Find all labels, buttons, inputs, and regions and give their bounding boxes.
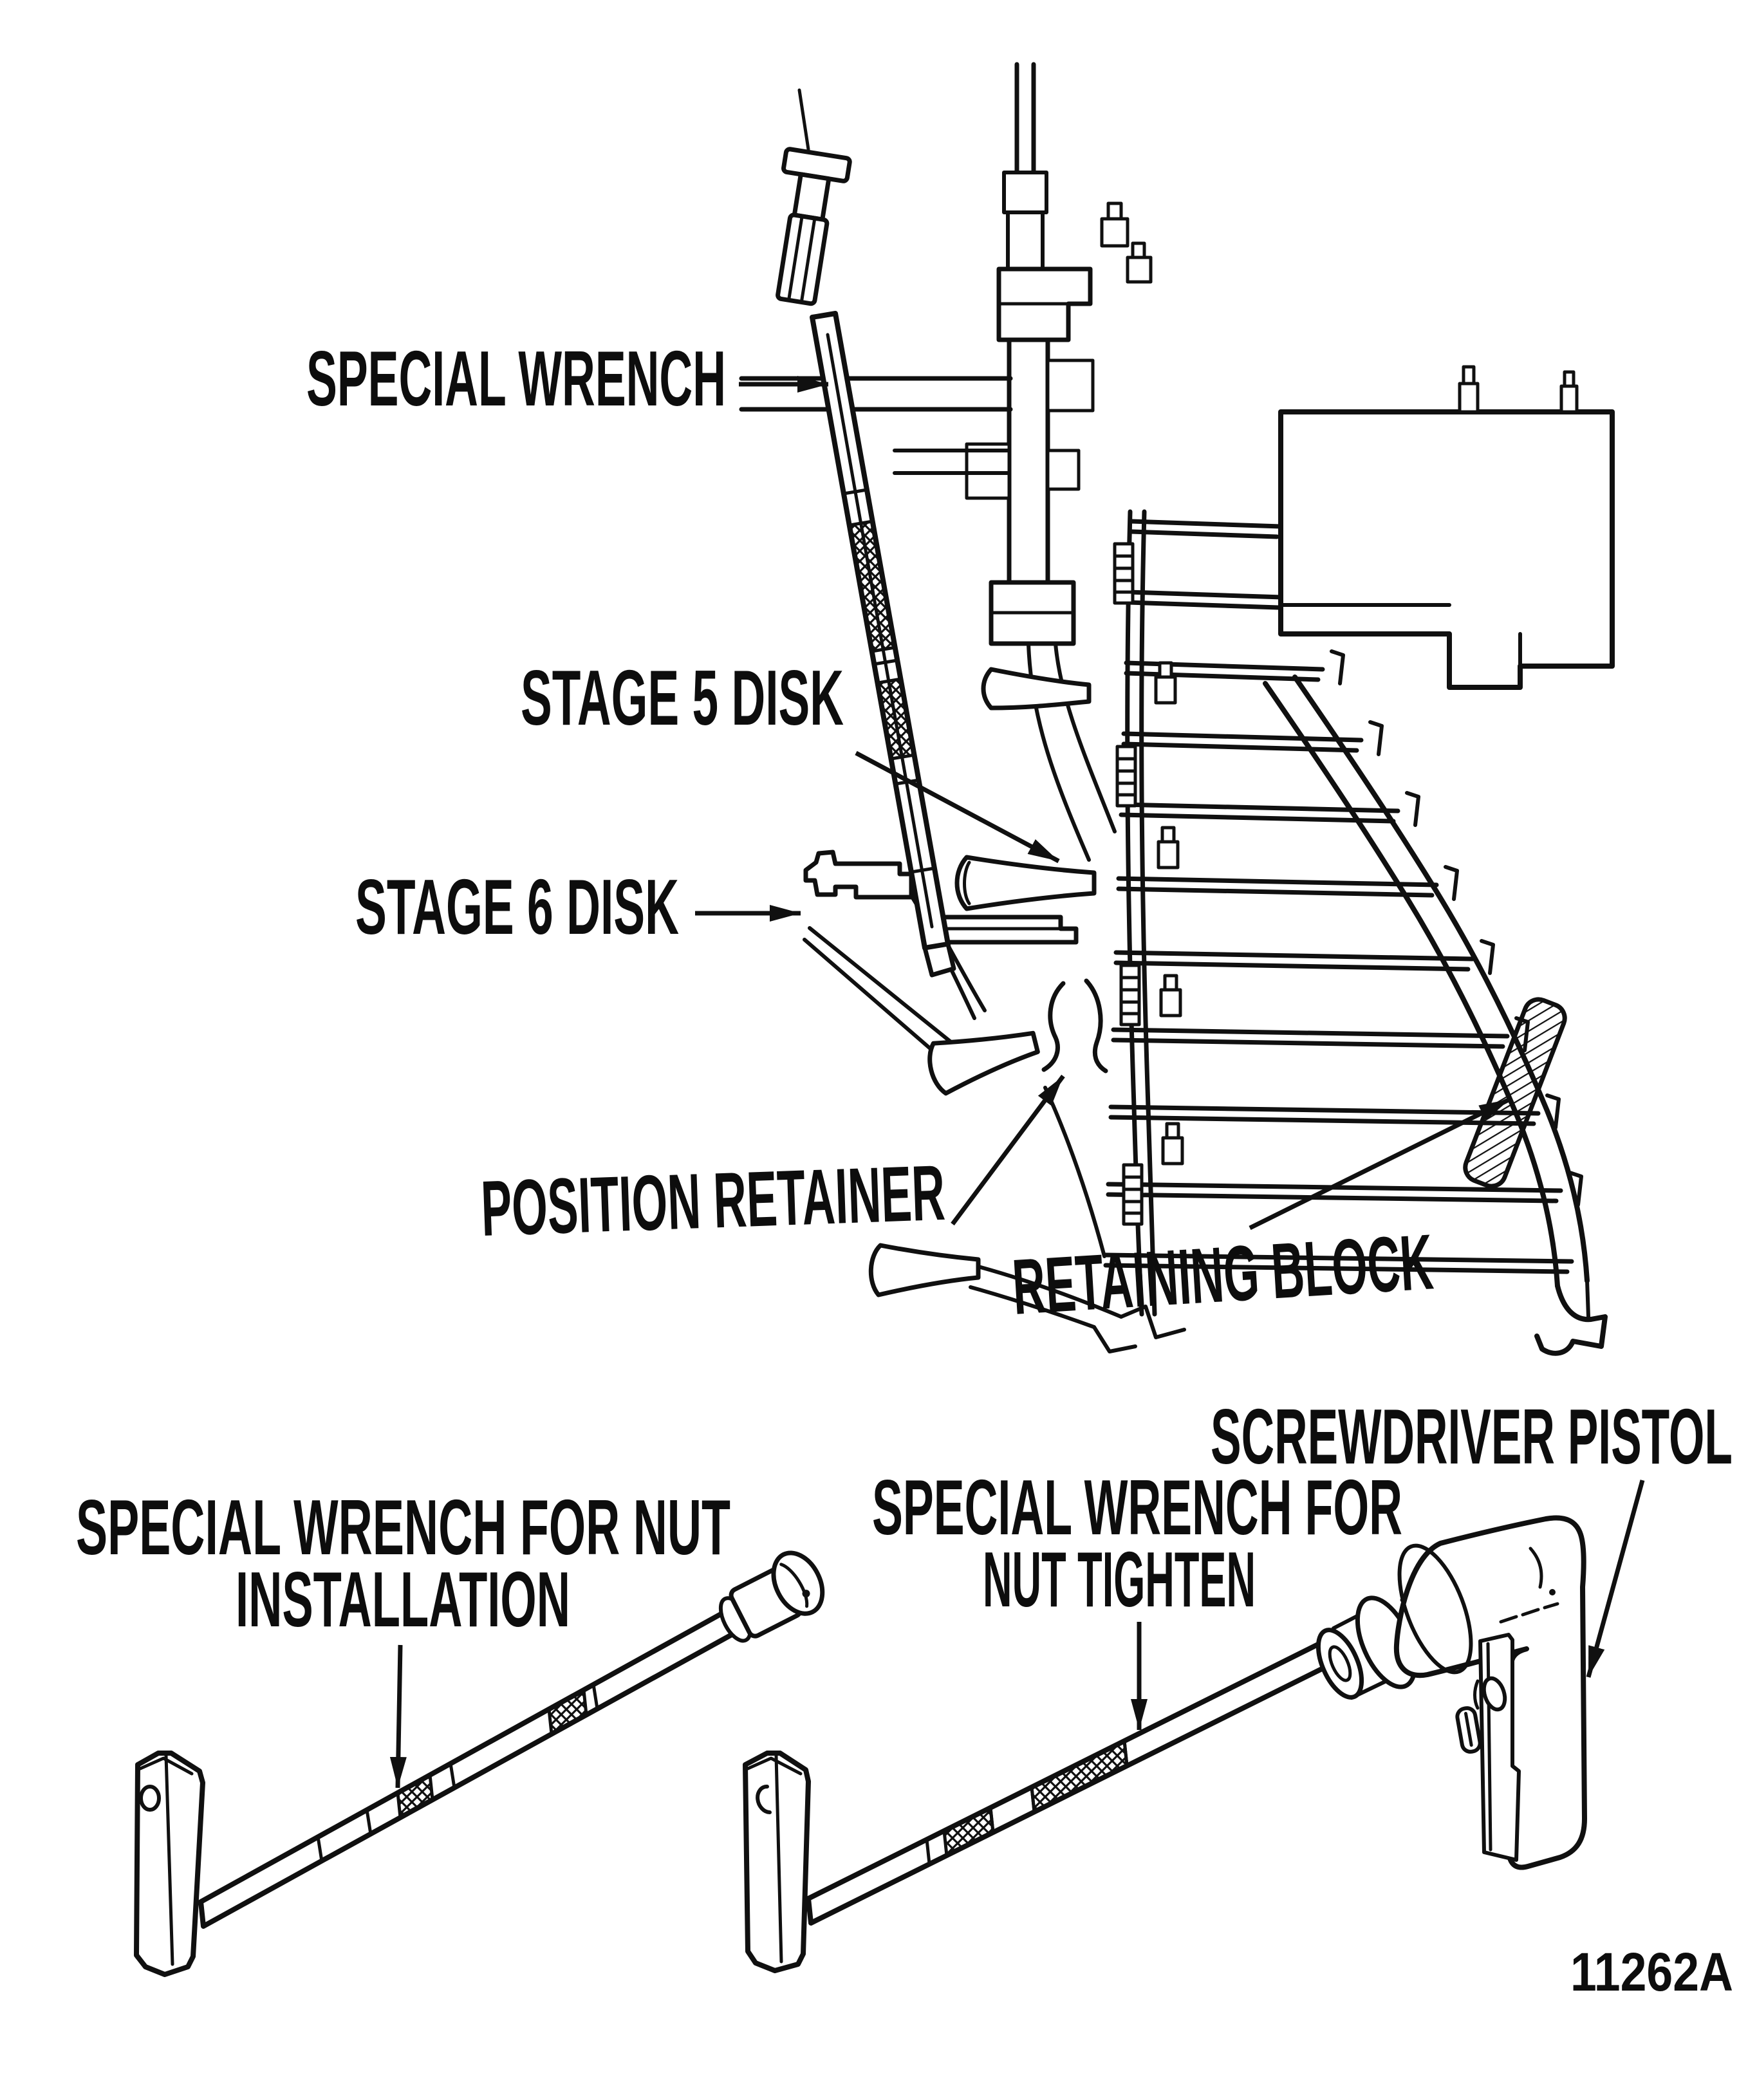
wrench-nut-tighten: [743, 1639, 1331, 1973]
rotor-drum-column: [1113, 509, 1184, 1317]
label-position-retainer: POSITION RETAINER: [479, 1149, 946, 1252]
position-retainer-arrow: [951, 1074, 1065, 1226]
wrench-installation-arrow: [389, 1644, 407, 1789]
label-wrench-installation-line1: SPECIAL WRENCH FOR NUT: [76, 1483, 730, 1571]
wrench-handle: [743, 1751, 811, 1973]
retaining-block-part: [1463, 997, 1567, 1189]
tool-illustrations: [134, 1515, 1587, 1977]
label-special-wrench: SPECIAL WRENCH: [306, 335, 726, 422]
label-stage5-disk: STAGE 5 DISK: [521, 654, 844, 741]
label-wrench-tighten-line2: NUT TIGHTEN: [983, 1536, 1256, 1623]
engine-cross-section: [739, 62, 1615, 1356]
screwdriver-pistol-tool: [1315, 1515, 1587, 1870]
label-screwdriver-pistol: SCREWDRIVER PISTOL: [1211, 1393, 1733, 1480]
disk-webs: [803, 667, 1186, 1353]
wrench-coupler-nut: [718, 1550, 825, 1643]
screwdriver-pistol-arrow: [1586, 1480, 1645, 1678]
figure-number: 11262A: [1570, 1942, 1733, 2002]
block-studs: [1458, 365, 1579, 414]
front-frame-block: [1278, 365, 1615, 690]
upper-case-lines: [739, 376, 1013, 475]
compressor-casing: [1263, 674, 1608, 1356]
central-spindle: [965, 62, 1153, 862]
stage5-disk-arrow: [855, 750, 1060, 864]
wrench-nut-installation: [134, 1550, 825, 1977]
retaining-block-arrow: [1249, 1097, 1511, 1231]
seal-comb: [1113, 542, 1144, 1226]
label-retaining-block: RETAINING BLOCK: [1010, 1218, 1435, 1331]
special-wrench-tool: [776, 88, 956, 978]
wrench-handle: [134, 1751, 205, 1977]
label-wrench-tighten-line1: SPECIAL WRENCH FOR: [872, 1463, 1402, 1551]
stage-bolts: [1154, 661, 1184, 1166]
label-wrench-installation-line2: INSTALLATION: [236, 1556, 570, 1643]
label-stage6-disk: STAGE 6 DISK: [355, 863, 679, 951]
callouts: SPECIAL WRENCH STAGE 5 DISK STAGE 6 DISK…: [76, 335, 1733, 2002]
